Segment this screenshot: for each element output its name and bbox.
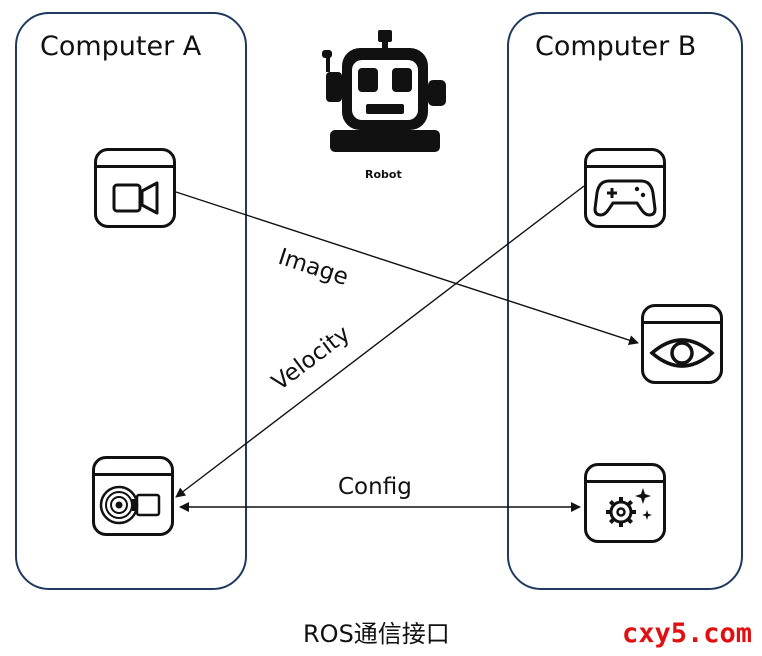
robot-icon	[322, 30, 446, 152]
gear-sparkle-icon	[606, 488, 652, 527]
motor-node[interactable]	[92, 456, 174, 536]
image-link	[175, 191, 639, 345]
camera-node[interactable]	[94, 148, 176, 228]
video-camera-icon	[112, 181, 159, 215]
footer-caption: ROS通信接口	[303, 620, 450, 648]
velocity-link	[175, 185, 585, 498]
config-link-label: Config	[338, 474, 412, 500]
config-node[interactable]	[584, 463, 666, 543]
motor-icon	[99, 485, 161, 525]
eye-icon	[649, 338, 715, 368]
computer-b-title: Computer B	[535, 31, 697, 62]
watermark: cxy5.com	[622, 618, 753, 649]
gamepad-node[interactable]	[584, 148, 666, 228]
robot-label: Robot	[365, 168, 402, 181]
gamepad-icon	[593, 179, 657, 217]
viewer-node[interactable]	[641, 304, 723, 384]
computer-a-title: Computer A	[40, 31, 202, 62]
computer-a-panel	[15, 12, 247, 590]
